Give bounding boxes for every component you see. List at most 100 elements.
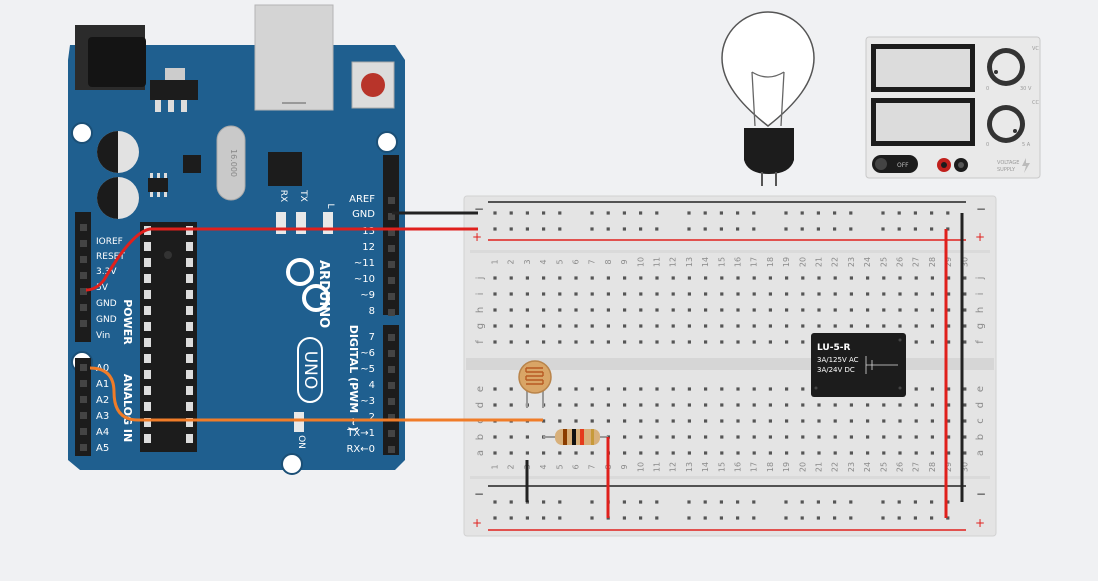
breadboard-hole[interactable]	[817, 419, 821, 423]
rail-hole[interactable]	[639, 500, 643, 504]
breadboard-hole[interactable]	[768, 451, 772, 455]
breadboard-hole[interactable]	[525, 324, 529, 328]
breadboard-hole[interactable]	[736, 308, 740, 312]
rail-hole[interactable]	[881, 211, 885, 215]
breadboard-hole[interactable]	[687, 324, 691, 328]
rail-hole[interactable]	[833, 500, 837, 504]
breadboard-hole[interactable]	[704, 419, 708, 423]
breadboard-hole[interactable]	[947, 419, 951, 423]
breadboard-hole[interactable]	[655, 324, 659, 328]
breadboard-hole[interactable]	[930, 419, 934, 423]
rail-hole[interactable]	[833, 211, 837, 215]
rail-hole[interactable]	[525, 516, 529, 520]
breadboard-hole[interactable]	[768, 419, 772, 423]
breadboard-hole[interactable]	[963, 340, 967, 344]
breadboard-hole[interactable]	[542, 324, 546, 328]
breadboard-hole[interactable]	[671, 308, 675, 312]
breadboard-hole[interactable]	[606, 387, 610, 391]
breadboard-hole[interactable]	[542, 340, 546, 344]
breadboard-hole[interactable]	[704, 451, 708, 455]
breadboard-hole[interactable]	[914, 292, 918, 296]
breadboard-hole[interactable]	[720, 292, 724, 296]
breadboard-hole[interactable]	[655, 308, 659, 312]
breadboard-hole[interactable]	[752, 324, 756, 328]
breadboard-hole[interactable]	[558, 387, 562, 391]
breadboard-hole[interactable]	[720, 419, 724, 423]
header-socket[interactable]	[80, 256, 87, 263]
breadboard-hole[interactable]	[509, 340, 513, 344]
breadboard-hole[interactable]	[801, 435, 805, 439]
breadboard-hole[interactable]	[671, 435, 675, 439]
breadboard-hole[interactable]	[785, 387, 789, 391]
breadboard-hole[interactable]	[606, 292, 610, 296]
breadboard-hole[interactable]	[590, 292, 594, 296]
rail-hole[interactable]	[687, 516, 691, 520]
header-socket[interactable]	[80, 224, 87, 231]
header-socket[interactable]	[388, 277, 395, 284]
breadboard-hole[interactable]	[493, 435, 497, 439]
header-socket[interactable]	[388, 430, 395, 437]
breadboard-hole[interactable]	[930, 292, 934, 296]
breadboard-hole[interactable]	[704, 340, 708, 344]
header-socket[interactable]	[388, 197, 395, 204]
breadboard-hole[interactable]	[882, 276, 886, 280]
breadboard-hole[interactable]	[963, 451, 967, 455]
breadboard-hole[interactable]	[558, 324, 562, 328]
breadboard-hole[interactable]	[509, 403, 513, 407]
breadboard-hole[interactable]	[768, 308, 772, 312]
breadboard-hole[interactable]	[817, 276, 821, 280]
breadboard-hole[interactable]	[752, 276, 756, 280]
breadboard-hole[interactable]	[509, 387, 513, 391]
breadboard-hole[interactable]	[963, 419, 967, 423]
breadboard-hole[interactable]	[720, 451, 724, 455]
breadboard-hole[interactable]	[882, 324, 886, 328]
breadboard-hole[interactable]	[785, 324, 789, 328]
breadboard-hole[interactable]	[574, 308, 578, 312]
breadboard-hole[interactable]	[866, 451, 870, 455]
breadboard-hole[interactable]	[590, 308, 594, 312]
breadboard-hole[interactable]	[930, 387, 934, 391]
rail-hole[interactable]	[509, 227, 513, 231]
breadboard-hole[interactable]	[590, 419, 594, 423]
rail-hole[interactable]	[558, 211, 562, 215]
rail-hole[interactable]	[816, 516, 820, 520]
header-socket[interactable]	[388, 366, 395, 373]
breadboard-hole[interactable]	[882, 403, 886, 407]
breadboard-hole[interactable]	[542, 451, 546, 455]
breadboard-hole[interactable]	[558, 419, 562, 423]
rail-hole[interactable]	[719, 516, 723, 520]
breadboard-hole[interactable]	[655, 387, 659, 391]
breadboard-hole[interactable]	[898, 435, 902, 439]
breadboard-hole[interactable]	[963, 403, 967, 407]
breadboard-hole[interactable]	[671, 340, 675, 344]
rail-hole[interactable]	[784, 500, 788, 504]
breadboard-hole[interactable]	[801, 276, 805, 280]
breadboard-hole[interactable]	[574, 340, 578, 344]
breadboard-hole[interactable]	[752, 403, 756, 407]
rail-hole[interactable]	[590, 227, 594, 231]
header-socket[interactable]	[80, 380, 87, 387]
breadboard-hole[interactable]	[785, 340, 789, 344]
breadboard-hole[interactable]	[768, 387, 772, 391]
rail-hole[interactable]	[897, 516, 901, 520]
breadboard-hole[interactable]	[914, 435, 918, 439]
rail-hole[interactable]	[946, 500, 950, 504]
rail-hole[interactable]	[897, 211, 901, 215]
breadboard-hole[interactable]	[671, 403, 675, 407]
rail-hole[interactable]	[639, 211, 643, 215]
rail-hole[interactable]	[752, 516, 756, 520]
rail-hole[interactable]	[703, 500, 707, 504]
breadboard-hole[interactable]	[914, 308, 918, 312]
header-socket[interactable]	[80, 272, 87, 279]
photoresistor[interactable]	[518, 360, 552, 408]
breadboard-hole[interactable]	[898, 324, 902, 328]
rail-hole[interactable]	[590, 211, 594, 215]
breadboard-hole[interactable]	[866, 324, 870, 328]
rail-hole[interactable]	[703, 227, 707, 231]
breadboard-hole[interactable]	[687, 387, 691, 391]
breadboard-hole[interactable]	[525, 435, 529, 439]
breadboard-hole[interactable]	[493, 387, 497, 391]
rail-hole[interactable]	[930, 516, 934, 520]
breadboard-hole[interactable]	[493, 324, 497, 328]
